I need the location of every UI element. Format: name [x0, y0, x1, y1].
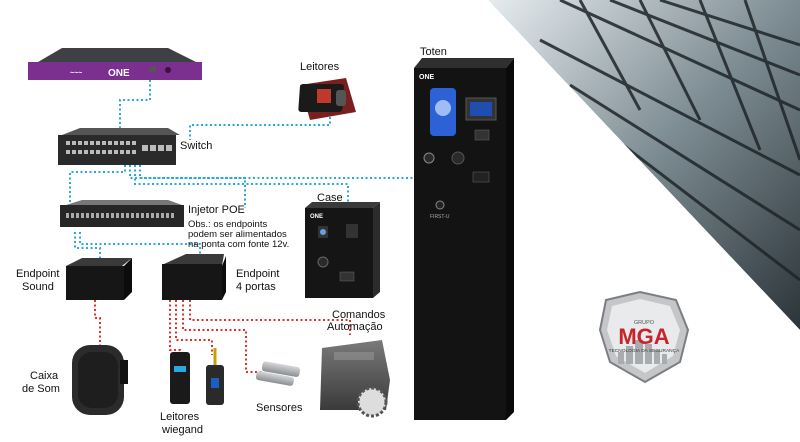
- case-device: ONE: [305, 202, 380, 298]
- endpoint-4-portas-device: [162, 254, 226, 300]
- label-injetor-poe: Injetor POE: [188, 204, 245, 216]
- io-cabling: [94, 300, 351, 373]
- poe-injector-device: [60, 200, 184, 227]
- toten-footer: FIRST-U: [430, 214, 450, 220]
- label-leitores-wiegand-1: Leitores: [160, 411, 200, 423]
- network-cabling: [69, 80, 413, 268]
- label-endpoint-sound-2: Sound: [22, 281, 54, 293]
- label-comandos-1: Comandos: [332, 309, 386, 321]
- server-device: ~~~ ONE: [28, 48, 202, 80]
- logo-sub-text: TECNOLOGIA DA SEGURANÇA: [609, 348, 680, 354]
- logo-top-text: GRUPO: [634, 320, 655, 326]
- label-obs-line2: podem ser alimentados: [188, 229, 287, 240]
- label-endpoint-sound-1: Endpoint: [16, 268, 60, 280]
- label-endpoint-4-1: Endpoint: [236, 268, 280, 280]
- label-comandos-2: Automação: [327, 321, 383, 333]
- building-photo: [478, 0, 800, 342]
- label-leitores-top: Leitores: [300, 61, 340, 73]
- case-brand: ONE: [310, 214, 323, 220]
- label-obs-line1: Obs.: os endpoints: [188, 219, 268, 230]
- toten-device: ONE FIRST-U: [414, 58, 514, 420]
- svg-text:~~~: ~~~: [70, 70, 82, 77]
- toten-brand: ONE: [419, 74, 435, 81]
- label-caixa-1: Caixa: [30, 370, 59, 382]
- label-sensores: Sensores: [256, 402, 303, 414]
- sensor-device: [255, 361, 301, 386]
- leitores-reader-device: [298, 78, 356, 120]
- server-brand: ONE: [108, 68, 130, 79]
- label-case: Case: [317, 192, 343, 204]
- logo-main-text: MGA: [618, 324, 669, 349]
- mga-logo: GRUPO MGA TECNOLOGIA DA SEGURANÇA: [598, 290, 690, 384]
- label-leitores-wiegand-2: wiegand: [162, 424, 203, 436]
- wiegand-reader-device: [170, 348, 224, 405]
- label-obs-line3: na ponta com fonte 12v.: [188, 239, 290, 250]
- speaker-device: [72, 345, 128, 415]
- switch-device: [58, 128, 180, 165]
- label-caixa-2: de Som: [22, 383, 60, 395]
- label-toten: Toten: [420, 46, 447, 58]
- label-endpoint-4-2: 4 portas: [236, 281, 276, 293]
- label-switch: Switch: [180, 140, 213, 152]
- gate-motor-device: [320, 340, 390, 418]
- endpoint-sound-device: [66, 258, 132, 300]
